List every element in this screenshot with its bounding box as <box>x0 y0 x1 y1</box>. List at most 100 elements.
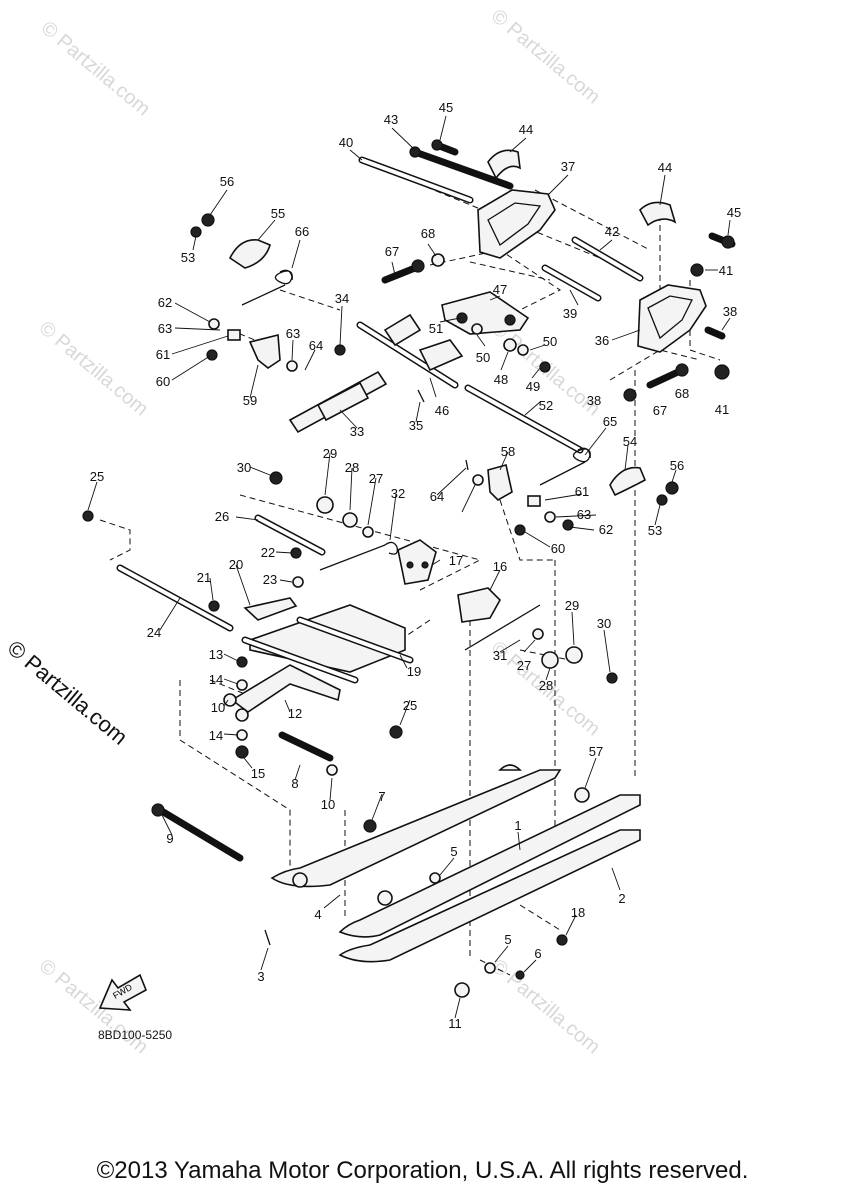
callout-42: 42 <box>605 224 619 239</box>
callout-45: 45 <box>727 205 741 220</box>
callout-10: 10 <box>321 797 335 812</box>
callout-12: 12 <box>288 706 302 721</box>
callout-19: 19 <box>407 664 421 679</box>
bolt-9 <box>156 806 244 862</box>
callout-16: 16 <box>493 559 507 574</box>
callout-48: 48 <box>494 372 508 387</box>
callout-30: 30 <box>597 616 611 631</box>
callout-labels: 1 2 3 4 5 5 6 7 8 9 10 10 11 12 13 14 14… <box>90 100 741 1031</box>
callout-59: 59 <box>243 393 257 408</box>
callout-46: 46 <box>435 403 449 418</box>
callout-9: 9 <box>166 831 173 846</box>
callout-41: 41 <box>719 263 733 278</box>
callout-31: 31 <box>493 648 507 663</box>
callout-37: 37 <box>561 159 575 174</box>
callout-66: 66 <box>295 224 309 239</box>
callout-29: 29 <box>323 446 337 461</box>
pin-8 <box>278 731 334 762</box>
callout-43: 43 <box>384 112 398 127</box>
callout-15: 15 <box>251 766 265 781</box>
bracket-58 <box>487 464 513 501</box>
callout-2: 2 <box>618 891 625 906</box>
callout-36: 36 <box>595 333 609 348</box>
callout-14: 14 <box>209 728 223 743</box>
rear-arm-assembly <box>190 139 736 536</box>
callout-51: 51 <box>429 321 443 336</box>
callout-5: 5 <box>504 932 511 947</box>
callout-50: 50 <box>543 334 557 349</box>
callout-24: 24 <box>147 625 161 640</box>
callout-28: 28 <box>345 460 359 475</box>
callout-50: 50 <box>476 350 490 365</box>
callout-5: 5 <box>450 844 457 859</box>
callout-26: 26 <box>215 509 229 524</box>
callout-7: 7 <box>378 789 385 804</box>
callout-49: 49 <box>526 379 540 394</box>
watermark-text: © Partzilla.com <box>37 17 154 120</box>
callout-18: 18 <box>571 905 585 920</box>
callout-14: 14 <box>209 672 223 687</box>
watermark-text: © Partzilla.com <box>487 5 604 108</box>
callout-21: 21 <box>197 570 211 585</box>
fwd-arrow: FWD <box>98 973 148 1011</box>
callout-25: 25 <box>403 698 417 713</box>
copyright-notice: ©2013 Yamaha Motor Corporation, U.S.A. A… <box>96 1157 749 1184</box>
callout-47: 47 <box>493 282 507 297</box>
callout-35: 35 <box>409 418 423 433</box>
link-plate-47 <box>441 291 530 335</box>
callout-28: 28 <box>539 678 553 693</box>
callout-55: 55 <box>271 206 285 221</box>
callout-63: 63 <box>577 507 591 522</box>
callout-56: 56 <box>220 174 234 189</box>
callout-68: 68 <box>421 226 435 241</box>
callout-29: 29 <box>565 598 579 613</box>
callout-10: 10 <box>211 700 225 715</box>
callout-62: 62 <box>599 522 613 537</box>
arm-bracket-36 <box>637 284 707 353</box>
callout-52: 52 <box>539 398 553 413</box>
slide-rail-4 <box>270 769 562 888</box>
callout-65: 65 <box>603 414 617 429</box>
callout-3: 3 <box>257 969 264 984</box>
watermark-text: © Partzilla.com <box>35 955 152 1058</box>
bracket-20 <box>243 597 298 621</box>
callout-54: 54 <box>623 434 637 449</box>
skid-rails <box>264 764 641 998</box>
callout-8: 8 <box>291 776 298 791</box>
watermark-text: © Partzilla.com <box>35 317 152 420</box>
callout-61: 61 <box>156 347 170 362</box>
bracket-17 <box>397 539 437 585</box>
callout-63: 63 <box>158 321 172 336</box>
diagram-part-code: 8BD100-5250 <box>98 1028 173 1042</box>
watermark-text: © Partzilla.com <box>487 955 604 1058</box>
callout-60: 60 <box>551 541 565 556</box>
callout-67: 67 <box>385 244 399 259</box>
callout-60: 60 <box>156 374 170 389</box>
callout-67: 67 <box>653 403 667 418</box>
callout-58: 58 <box>501 444 515 459</box>
callout-4: 4 <box>314 907 321 922</box>
callout-11: 11 <box>448 1016 462 1031</box>
callout-20: 20 <box>229 557 243 572</box>
arm-bracket-37 <box>477 189 556 259</box>
callout-13: 13 <box>209 647 223 662</box>
callout-30: 30 <box>237 460 251 475</box>
callout-23: 23 <box>263 572 277 587</box>
callout-25: 25 <box>90 469 104 484</box>
callout-38: 38 <box>587 393 601 408</box>
callout-27: 27 <box>369 471 383 486</box>
callout-39: 39 <box>563 306 577 321</box>
cap-44 <box>487 149 521 180</box>
callout-32: 32 <box>391 486 405 501</box>
cap-55 <box>228 239 271 269</box>
callout-22: 22 <box>261 545 275 560</box>
callout-64: 64 <box>309 338 323 353</box>
callout-34: 34 <box>335 291 349 306</box>
callout-53: 53 <box>648 523 662 538</box>
callout-41: 41 <box>715 402 729 417</box>
callout-45: 45 <box>439 100 453 115</box>
bolt-43 <box>411 148 514 190</box>
callout-44: 44 <box>519 122 533 137</box>
callout-64: 64 <box>430 489 444 504</box>
callout-40: 40 <box>339 135 353 150</box>
